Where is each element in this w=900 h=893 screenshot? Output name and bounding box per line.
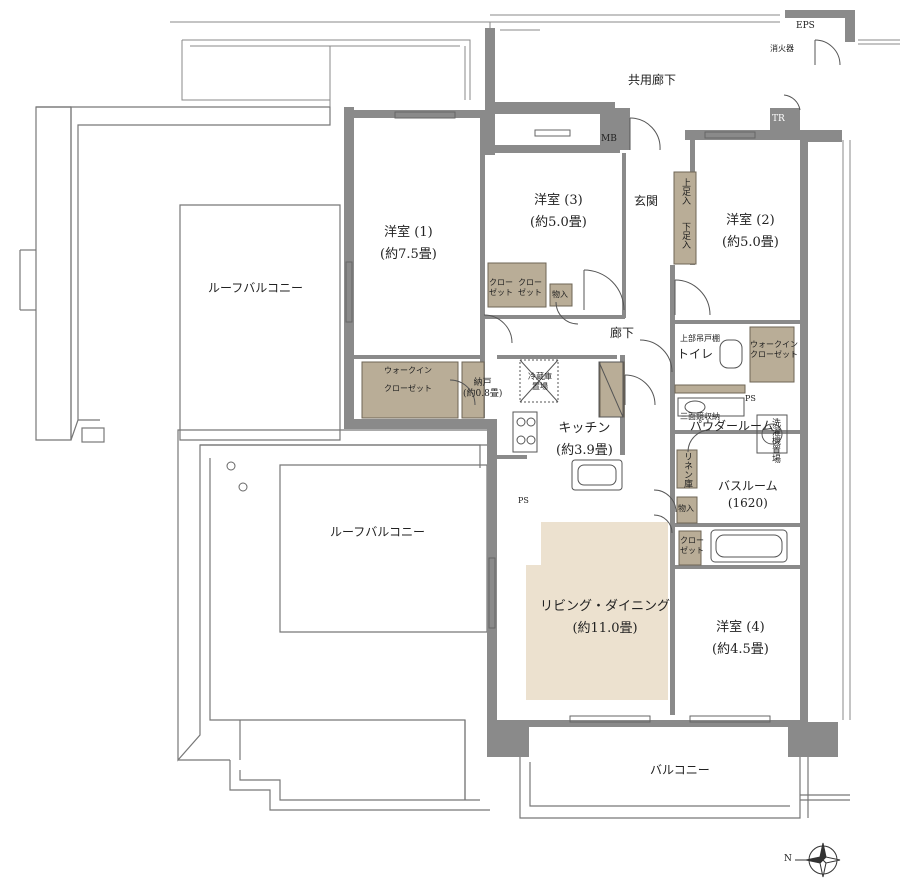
- storage-label-1: 物入: [552, 290, 568, 299]
- room3-label: 洋室 (3)(約5.0畳): [530, 193, 587, 230]
- fridge-label: 冷蔵庫置場: [528, 372, 552, 391]
- storage-label-2: 物入: [678, 504, 694, 513]
- closet-label-2: クロー ゼット: [518, 278, 542, 297]
- living-dining-label: リビング・ダイニング(約11.0畳): [540, 599, 671, 636]
- powder-room-label: パウダールーム: [690, 419, 774, 433]
- hallway-label: 廊下: [610, 326, 635, 340]
- ps-label-left: PS: [518, 496, 529, 505]
- windows: [345, 111, 771, 723]
- roof-balcony-lower-outline: [177, 429, 491, 811]
- room4-label: 洋室 (4)(約4.5畳): [712, 620, 769, 657]
- washer-label: 洗濯機置場: [770, 418, 780, 463]
- closet-small-label: クロー ゼット: [680, 536, 704, 555]
- roof-balcony-upper-outline: [19, 106, 341, 443]
- living-floor: [526, 522, 668, 700]
- roof-balcony-upper-top-rails: [170, 14, 900, 107]
- linen-label: リネン庫: [682, 452, 692, 488]
- toilet-label: トイレ: [677, 347, 714, 361]
- walkin-closet-right-label: ウォークイン クローゼット: [750, 340, 798, 359]
- compass-icon: [795, 842, 841, 878]
- balcony-outline: [519, 755, 850, 819]
- storage-fills: [361, 171, 795, 566]
- kitchen-label: キッチン(約3.9畳): [556, 421, 613, 458]
- north-label: N: [784, 854, 792, 864]
- ps-label-right: PS: [745, 394, 756, 403]
- bathroom-label: バスルーム(1620): [718, 479, 778, 510]
- balcony-label: バルコニー: [650, 763, 710, 777]
- closet-label-1: クロー ゼット: [489, 278, 513, 297]
- upper-cabinet-label: 上部吊戸棚: [680, 334, 720, 343]
- walkin-left-line1: ウォークイン: [384, 366, 432, 375]
- sanmenkyo-label: 三面鏡収納: [680, 412, 720, 421]
- room1-label: 洋室 (1)(約7.5畳): [380, 225, 437, 262]
- tr-label: TR: [772, 114, 785, 124]
- eps-label: EPS: [796, 21, 815, 31]
- mb-label: MB: [601, 134, 617, 144]
- roof-balcony-lower-label: ルーフバルコニー: [330, 525, 426, 539]
- door-swings: [449, 39, 841, 534]
- walkin-left-line2: クローゼット: [384, 384, 432, 393]
- roof-balcony-upper-label: ルーフバルコニー: [208, 281, 304, 295]
- entrance-label: 玄関: [634, 194, 659, 208]
- common-corridor-label: 共用廊下: [628, 73, 677, 87]
- nando-label: 納戸(約0.8畳): [463, 378, 503, 399]
- room2-label: 洋室 (2)(約5.0畳): [722, 213, 779, 250]
- extinguisher-label: 消火器: [770, 44, 794, 53]
- fixtures: [512, 339, 788, 563]
- shoe-lower-label: 下足入: [680, 222, 690, 249]
- shoe-upper-label: 上足入: [680, 178, 690, 205]
- exterior-walls: [344, 10, 855, 757]
